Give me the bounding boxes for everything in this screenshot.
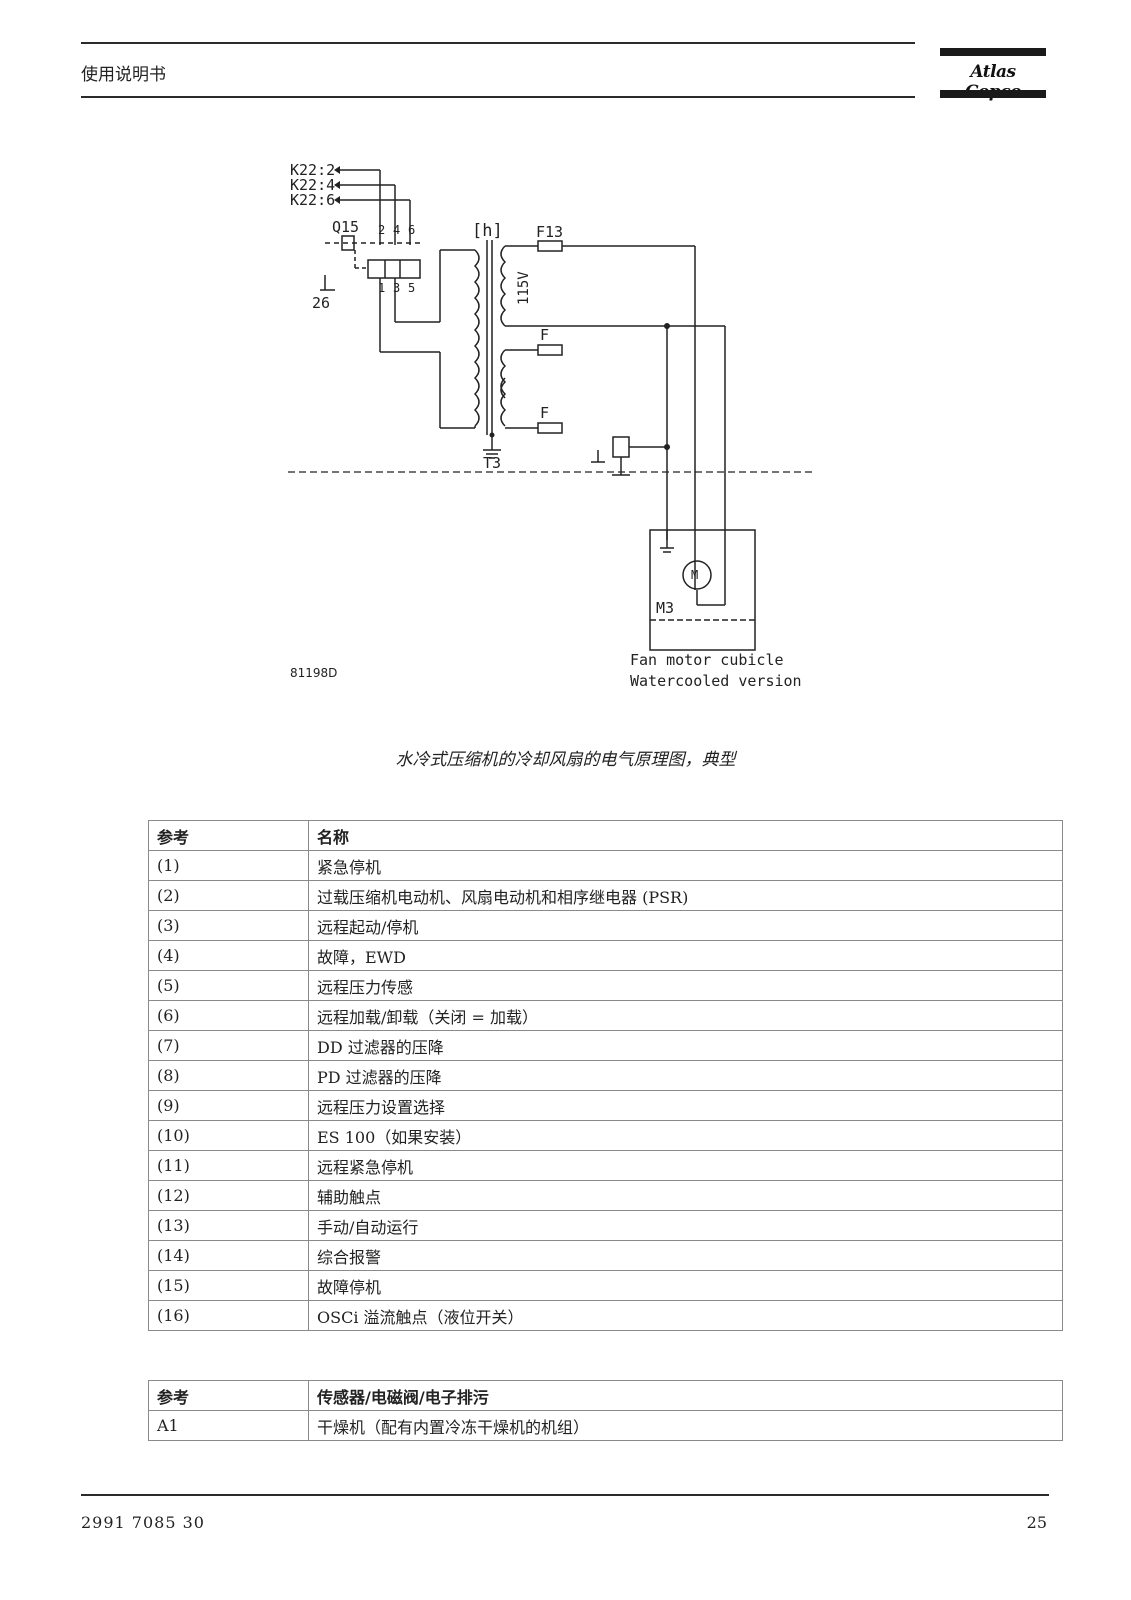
brand-logo: Atlas Copco [940,48,1046,102]
figure-caption: 水冷式压缩机的冷却风扇的电气原理图，典型 [395,750,736,770]
table-row: (5)远程压力传感 [148,970,1063,1001]
motor-m-label: M [691,568,698,582]
page-number: 25 [1026,1513,1047,1532]
description-cell: 手动/自动运行 [308,1210,1063,1241]
description-cell: OSCi 溢流触点（液位开关） [308,1300,1063,1331]
table-row: (11)远程紧急停机 [148,1150,1063,1181]
pin-6: 6 [408,223,415,237]
header-ref: 参考 [148,820,309,851]
pin-2: 2 [378,223,385,237]
description-cell: 故障，EWD [308,940,1063,971]
ref-cell: (14) [148,1240,309,1271]
ref-cell: (16) [148,1300,309,1331]
q15-label: Q15 [332,218,359,236]
description-cell: 过载压缩机电动机、风扇电动机和相序继电器 (PSR) [308,880,1063,911]
ref-cell: (13) [148,1210,309,1241]
doc-number: 2991 7085 30 [81,1513,205,1532]
ref-cell: (10) [148,1120,309,1151]
header-top-rule [81,42,915,44]
table-row: (3)远程起动/停机 [148,910,1063,941]
logo-bar-top [940,48,1046,56]
ref-cell: (2) [148,880,309,911]
table-row: (13)手动/自动运行 [148,1210,1063,1241]
f13-label: F13 [536,223,563,241]
ref-cell: (11) [148,1150,309,1181]
table-row: (8)PD 过滤器的压降 [148,1060,1063,1091]
logo-bar-bottom [940,90,1046,98]
ref-cell: (4) [148,940,309,971]
fan-wiring-diagram: K22:2 K22:4 K22:6 Q15 2 4 6 1 3 5 26 [h]… [288,161,815,690]
description-cell: 干燥机（配有内置冷冻干燥机的机组） [308,1410,1063,1441]
table-row: (9)远程压力设置选择 [148,1090,1063,1121]
description-cell: PD 过滤器的压降 [308,1060,1063,1091]
table-row: (1)紧急停机 [148,850,1063,881]
table-row: (10)ES 100（如果安装） [148,1120,1063,1151]
table-row: (14)综合报警 [148,1240,1063,1271]
header-title: 使用说明书 [81,65,166,85]
terminal-26-label: 26 [312,294,330,312]
table-row: (4)故障，EWD [148,940,1063,971]
ref-cell: (9) [148,1090,309,1121]
header-ref: 参考 [148,1380,309,1411]
ref-cell: (12) [148,1180,309,1211]
fan-cubicle-label: Fan motor cubicle [630,651,784,669]
description-cell: 远程紧急停机 [308,1150,1063,1181]
description-cell: 远程加载/卸载（关闭 = 加载） [308,1000,1063,1031]
description-cell: 远程起动/停机 [308,910,1063,941]
header-name: 名称 [308,820,1063,851]
description-cell: DD 过滤器的压降 [308,1030,1063,1061]
table-row: (12)辅助触点 [148,1180,1063,1211]
k22-6-label: K22:6 [290,191,335,209]
table-row: (7)DD 过滤器的压降 [148,1030,1063,1061]
t3-label: T3 [483,454,501,472]
ref-cell: (1) [148,850,309,881]
m3-label: M3 [656,599,674,617]
header-bottom-rule [81,96,915,98]
diagram-code: 81198D [290,666,337,680]
pin-5: 5 [408,281,415,295]
table-row: (16)OSCi 溢流触点（液位开关） [148,1300,1063,1331]
watercooled-label: Watercooled version [630,672,802,690]
ref-cell: A1 [148,1410,309,1441]
fuse-f-b-label: F [540,404,549,422]
description-cell: 远程压力传感 [308,970,1063,1001]
description-cell: 辅助触点 [308,1180,1063,1211]
voltage-label: 115V [516,271,532,305]
table-row: (6)远程加载/卸载（关闭 = 加载） [148,1000,1063,1031]
ref-cell: (6) [148,1000,309,1031]
table-header-row: 参考 传感器/电磁阀/电子排污 [148,1380,1063,1411]
table-row: (2)过载压缩机电动机、风扇电动机和相序继电器 (PSR) [148,880,1063,911]
k22-4-label: K22:4 [290,176,335,194]
pin-1: 1 [378,281,385,295]
description-cell: 远程压力设置选择 [308,1090,1063,1121]
footer-rule [81,1494,1049,1496]
table-row: (15)故障停机 [148,1270,1063,1301]
k22-2-label: K22:2 [290,161,335,179]
table-header-row: 参考 名称 [148,820,1063,851]
ref-cell: (5) [148,970,309,1001]
fuse-f-a-label: F [540,326,549,344]
description-cell: 紧急停机 [308,850,1063,881]
ref-cell: (3) [148,910,309,941]
description-cell: 故障停机 [308,1270,1063,1301]
ref-cell: (15) [148,1270,309,1301]
header-sensor: 传感器/电磁阀/电子排污 [308,1380,1063,1411]
ref-cell: (8) [148,1060,309,1091]
h-label: [h] [472,221,503,241]
description-cell: 综合报警 [308,1240,1063,1271]
description-cell: ES 100（如果安装） [308,1120,1063,1151]
ref-cell: (7) [148,1030,309,1061]
reference-table: 参考 名称 (1)紧急停机(2)过载压缩机电动机、风扇电动机和相序继电器 (PS… [148,820,1063,1331]
reference-table-body: (1)紧急停机(2)过载压缩机电动机、风扇电动机和相序继电器 (PSR)(3)远… [148,850,1063,1331]
pin-3: 3 [393,281,400,295]
pin-4: 4 [393,223,400,237]
